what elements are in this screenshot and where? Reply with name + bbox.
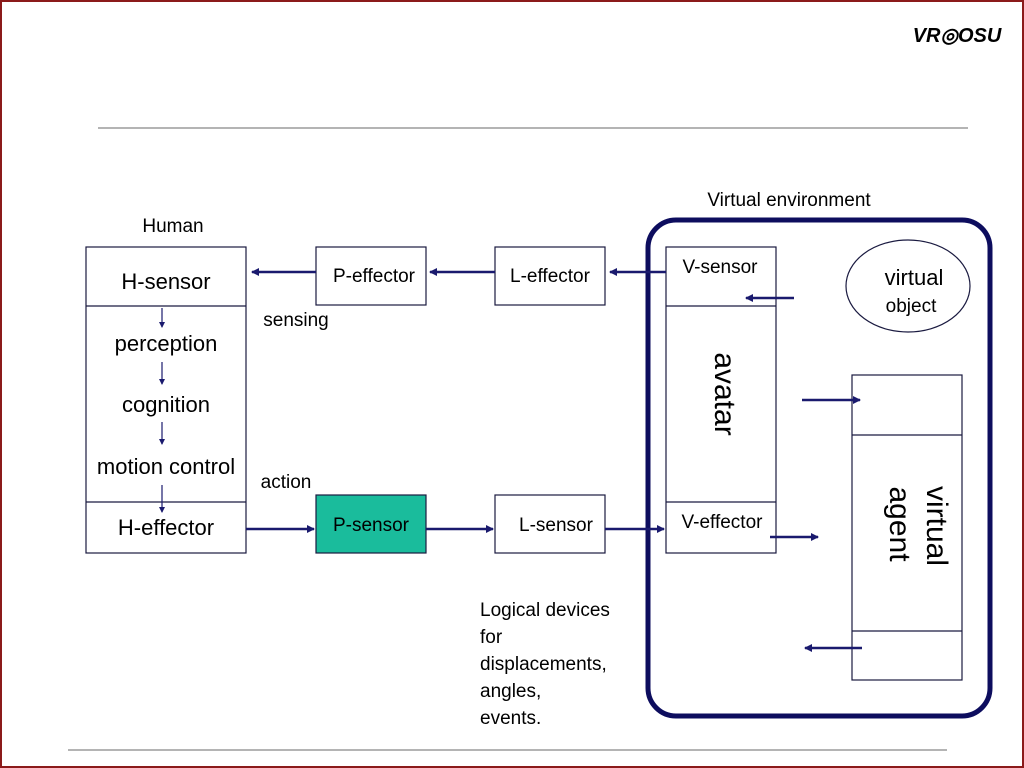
note-line-1: Logical devices [480,600,610,621]
l-sensor-box [494,494,606,554]
v-sensor-label: V-sensor [683,257,759,278]
virtual-environment-label: Virtual environment [707,190,871,211]
virtual-object-line2: object [886,296,937,317]
sensing-label: sensing [263,310,329,331]
p-effector-box [315,246,427,306]
p-sensor-label: P-sensor [333,515,410,536]
cognition-label: cognition [122,392,210,417]
virtual-object-line1: virtual [885,265,944,290]
p-effector-label: P-effector [333,266,416,287]
note-line-5: events. [480,708,541,729]
p-sensor-box [315,494,427,554]
virtual-agent-line2: agent [883,486,916,562]
virtual-environment-frame [645,217,993,719]
h-sensor-label: H-sensor [121,269,210,294]
human-label: Human [142,216,203,237]
action-label: action [261,472,312,493]
note-line-3: displacements, [480,654,607,675]
perception-label: perception [115,331,218,356]
logical-devices-note: Logical devices for displacements, angle… [480,600,615,729]
note-line-2: for [480,627,503,648]
l-effector-label: L-effector [510,266,591,287]
virtual-object-ellipse [845,239,971,333]
h-effector-label: H-effector [118,515,214,540]
virtual-agent-box [851,374,963,681]
avatar-label: avatar [708,352,741,435]
motion-control-label: motion control [97,454,235,479]
virtual-agent-line1: virtual [920,486,953,566]
logo-text: VR◎OSU [913,25,1002,47]
v-effector-label: V-effector [682,512,764,533]
l-sensor-label: L-sensor [519,515,594,536]
note-line-4: angles, [480,681,541,702]
l-effector-box [494,246,606,306]
